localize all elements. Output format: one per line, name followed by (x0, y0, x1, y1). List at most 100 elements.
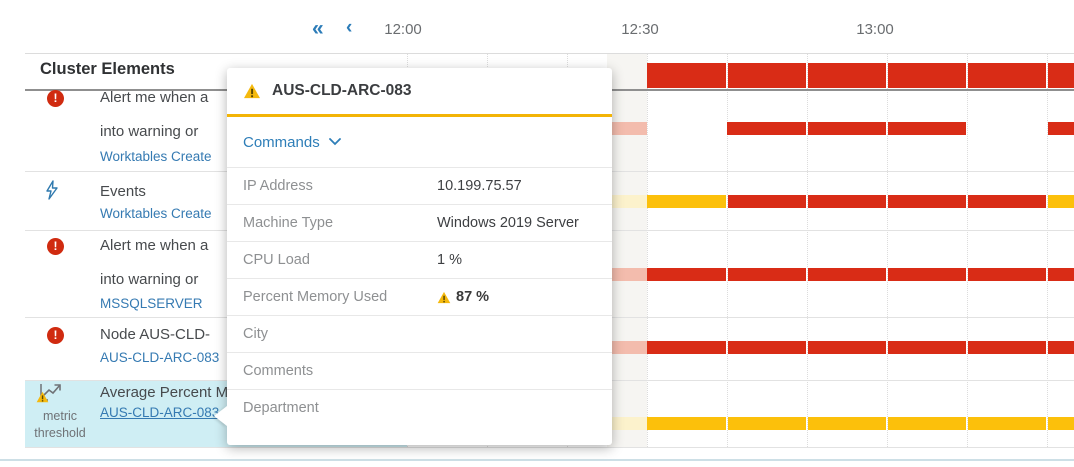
chevron-down-icon (328, 138, 341, 146)
row-title: Alert me when a (100, 237, 209, 254)
timeline-bar-segment-warning[interactable] (1048, 417, 1074, 430)
row-target-link[interactable]: MSSQLSERVER (100, 296, 203, 311)
alert-icon: ! (47, 327, 64, 344)
timeline-bar-segment-critical[interactable] (728, 341, 806, 354)
timeline-bar-segment-critical_faded[interactable] (607, 341, 647, 354)
timeline-bar-segment-critical[interactable] (968, 195, 1046, 208)
field-row-percent-memory: Percent Memory Used 87 % (227, 278, 612, 315)
timeline-bar-segment-critical[interactable] (888, 195, 966, 208)
warning-triangle-icon (244, 83, 260, 99)
field-value: Windows 2019 Server (437, 215, 579, 231)
popup-title: AUS-CLD-ARC-083 (272, 82, 412, 99)
timeline-bar-segment-critical[interactable] (808, 268, 886, 281)
timeline-bar-segment-critical[interactable] (647, 63, 726, 88)
timeline-bar-segment-warning[interactable] (1048, 195, 1074, 208)
row-title: Average Percent M (100, 384, 229, 401)
field-row-city: City (227, 315, 612, 352)
time-tick-1200: 12:00 (384, 21, 422, 38)
row-separator (25, 447, 1074, 448)
timeline-bar-segment-critical[interactable] (808, 195, 886, 208)
field-value-warning: 87 % (437, 279, 489, 315)
field-row-ip-address: IP Address 10.199.75.57 (227, 167, 612, 204)
timeline-bar-segment-critical[interactable] (728, 195, 806, 208)
warning-triangle-icon (437, 291, 451, 303)
commands-label: Commands (243, 133, 320, 151)
timeline-bar-segment-warning[interactable] (647, 195, 726, 208)
timeline-gridline (727, 54, 728, 447)
timeline-bar-segment-warning[interactable] (888, 417, 966, 430)
timeline-bar-segment-warning[interactable] (728, 417, 806, 430)
timeline-bar-segment-warning_faded[interactable] (607, 417, 647, 430)
row-target-link[interactable]: AUS-CLD-ARC-083 (100, 350, 220, 365)
timeline-bar-segment-critical[interactable] (1048, 268, 1074, 281)
timeline-bar-segment-critical[interactable] (888, 63, 966, 88)
timeline-bar-segment-critical_faded[interactable] (607, 122, 647, 135)
events-bolt-icon (46, 180, 58, 200)
alert-icon: ! (47, 90, 64, 107)
timeline-bar-segment-critical[interactable] (727, 122, 806, 135)
row-target-link[interactable]: Worktables Create (100, 206, 212, 221)
timeline-bar-segment-critical[interactable] (1048, 122, 1074, 135)
time-axis-line (25, 53, 1074, 54)
timeline-bar-segment-critical[interactable] (888, 122, 966, 135)
icon-caption-threshold: threshold (34, 426, 86, 440)
warning-state-rule (227, 114, 612, 117)
alert-icon: ! (47, 238, 64, 255)
row-target-link[interactable]: Worktables Create (100, 149, 212, 164)
field-label: Comments (243, 363, 314, 379)
field-label: IP Address (243, 178, 313, 194)
timeline-bar-segment-critical[interactable] (808, 341, 886, 354)
timeline-bar-segment-critical[interactable] (968, 63, 1046, 88)
element-details-popup: AUS-CLD-ARC-083 Commands IP Address 10.1… (214, 68, 612, 445)
row-subtitle: into warning or (100, 123, 199, 140)
page-title: Cluster Elements (40, 60, 175, 78)
row-title: Alert me when a (100, 89, 209, 106)
timeline-gridline (807, 54, 808, 447)
bottom-border (0, 459, 1074, 461)
pan-left-icon[interactable]: ‹ (346, 17, 353, 38)
field-label: CPU Load (243, 252, 310, 268)
field-value: 1 % (437, 252, 462, 268)
field-row-department: Department (227, 389, 612, 426)
timeline-bar-segment-critical[interactable] (968, 341, 1046, 354)
timeline-bar-segment-critical[interactable] (728, 63, 806, 88)
timeline-bar-segment-critical[interactable] (968, 268, 1046, 281)
timeline-bar-segment-critical[interactable] (888, 268, 966, 281)
timeline-bar-segment-critical[interactable] (647, 341, 726, 354)
timeline-bar-segment-warning[interactable] (968, 417, 1046, 430)
field-label: City (243, 326, 268, 342)
timeline-bar-segment-critical[interactable] (728, 268, 806, 281)
timeline-gridline (647, 54, 648, 447)
timeline-gridline (1047, 54, 1048, 447)
popup-shadow-column (607, 54, 647, 447)
timeline-bar-segment-warning_faded[interactable] (607, 195, 647, 208)
timeline-bar-segment-critical[interactable] (808, 63, 886, 88)
time-tick-1300: 13:00 (856, 21, 894, 38)
row-target-link[interactable]: AUS-CLD-ARC-083 (100, 405, 220, 420)
field-value: 10.199.75.57 (437, 178, 522, 194)
pan-fast-left-icon[interactable]: « (312, 17, 324, 40)
field-label: Department (243, 400, 319, 416)
field-label: Percent Memory Used (243, 289, 388, 305)
commands-dropdown[interactable]: Commands (227, 117, 612, 167)
field-row-machine-type: Machine Type Windows 2019 Server (227, 204, 612, 241)
timeline-bar-segment-critical[interactable] (647, 268, 726, 281)
timeline-bar-segment-critical[interactable] (1048, 63, 1074, 88)
time-tick-1230: 12:30 (621, 21, 659, 38)
timeline-bar-segment-critical[interactable] (1048, 341, 1074, 354)
timeline-bar-segment-critical[interactable] (888, 341, 966, 354)
timeline-bar-segment-warning[interactable] (808, 417, 886, 430)
field-row-comments: Comments (227, 352, 612, 389)
timeline-bar-segment-critical[interactable] (808, 122, 886, 135)
timeline-bar-segment-warning[interactable] (647, 417, 726, 430)
icon-caption-metric: metric (42, 409, 78, 423)
row-subtitle: into warning or (100, 271, 199, 288)
field-label: Machine Type (243, 215, 334, 231)
field-value: 87 % (456, 289, 490, 305)
timeline-gridline (967, 54, 968, 447)
timeline-bar-segment-critical_faded[interactable] (607, 268, 647, 281)
row-title: Events (100, 183, 146, 200)
timeline-gridline (887, 54, 888, 447)
popup-callout-arrow (214, 406, 227, 426)
